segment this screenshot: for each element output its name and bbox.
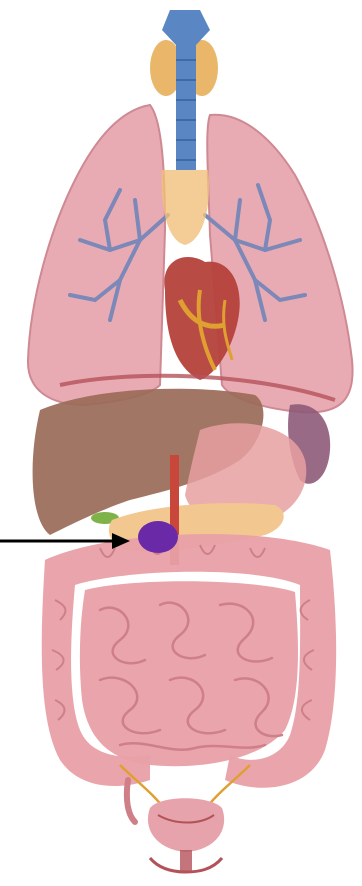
- purple-dot-icon: [138, 521, 178, 553]
- right-lung: [207, 115, 352, 413]
- bladder: [148, 798, 224, 872]
- thymus: [162, 170, 209, 245]
- small-intestine: [80, 581, 298, 766]
- appendix: [127, 780, 135, 822]
- left-lung: [28, 105, 165, 405]
